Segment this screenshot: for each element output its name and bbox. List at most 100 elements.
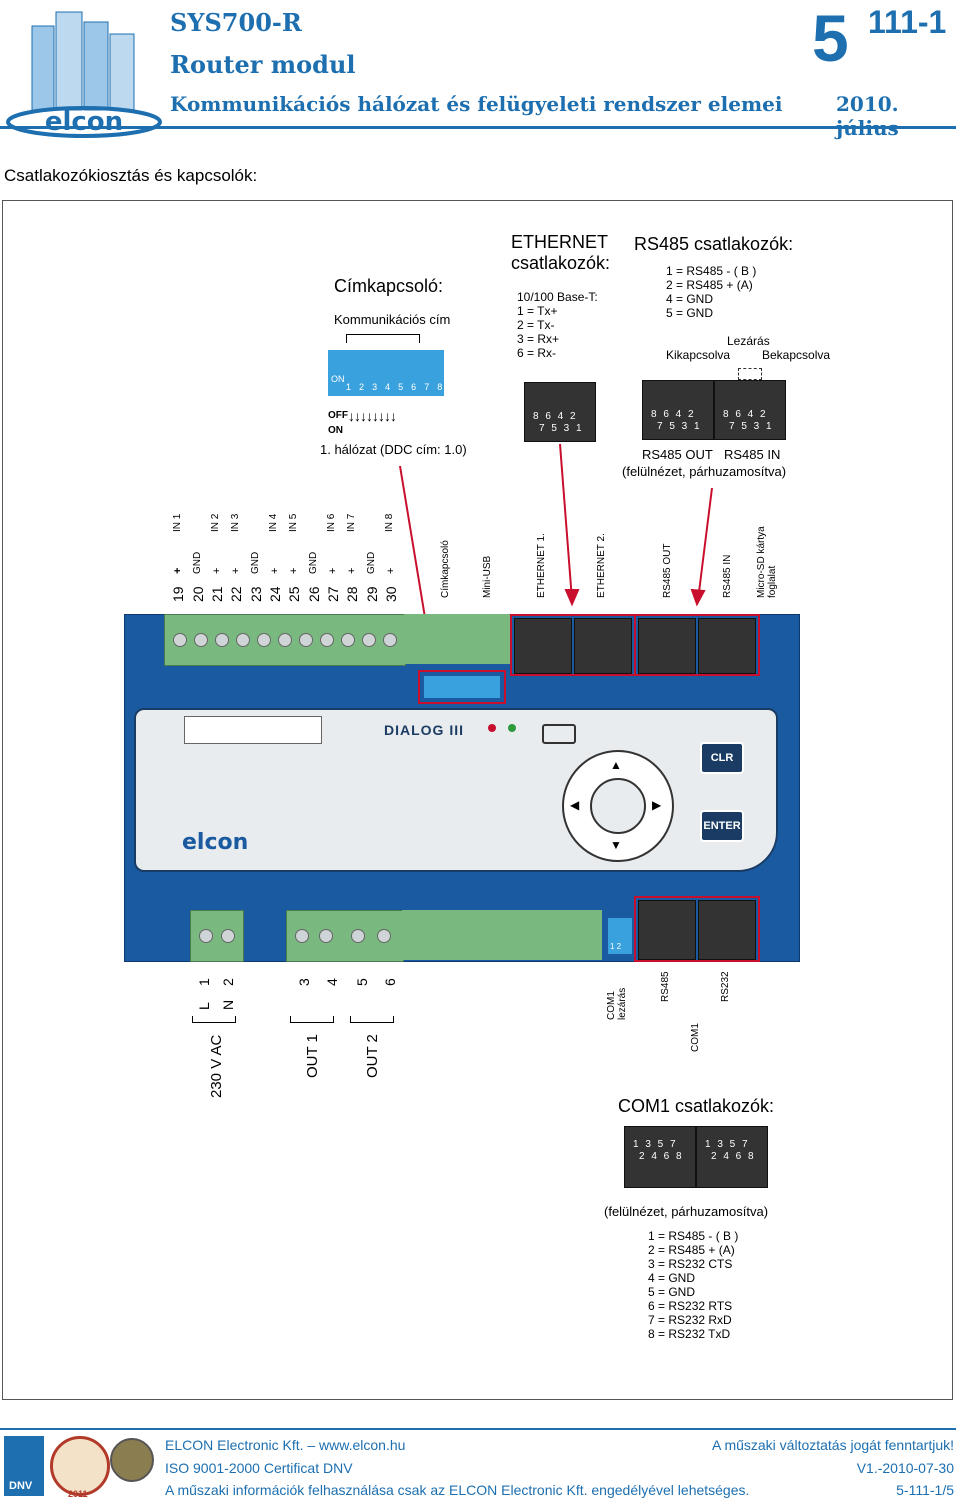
callout-arrows: [399, 443, 713, 667]
power-label: 230 V AC: [208, 1034, 225, 1098]
ethernet-title-2: csatlakozók:: [511, 253, 611, 273]
in8-label: IN 8: [384, 513, 395, 532]
com1-pin-0: 1 = RS485 - ( B ): [648, 1229, 739, 1243]
sig-19: +: [172, 567, 184, 574]
nav-center[interactable]: [590, 778, 646, 834]
com1a-top: 1 3 5 7: [633, 1139, 678, 1150]
bracket-out1: [290, 1016, 334, 1023]
clr-button[interactable]: CLR: [700, 742, 744, 774]
ethernet1-port: [514, 618, 572, 674]
rs485-out-port: [638, 618, 696, 674]
rs485-in-port: [698, 618, 756, 674]
module-title: Router modul: [170, 50, 356, 79]
in4-label: IN 4: [268, 513, 279, 532]
arrow-left-icon[interactable]: ◀: [570, 798, 580, 812]
lbl-2: 2: [220, 978, 236, 986]
num-20: 20: [190, 586, 206, 602]
lbl-L: L: [196, 1002, 212, 1010]
bracket-power: [192, 1016, 236, 1023]
top-terminal-block: [164, 614, 406, 666]
num-30: 30: [383, 586, 399, 602]
com1-pin-1: 2 = RS485 + (A): [648, 1243, 735, 1257]
sig-20: GND: [192, 551, 203, 574]
series-title: Kommunikációs hálózat és felügyeleti ren…: [170, 92, 783, 116]
num-24: 24: [267, 586, 283, 602]
dip-n8: 8: [437, 382, 444, 392]
green-led: [508, 724, 516, 732]
addr-bracket: [346, 334, 420, 343]
screw: [341, 633, 355, 647]
sig-24: +: [269, 567, 281, 574]
arrow-down-icon[interactable]: ▼: [610, 838, 622, 852]
addr-switch-title: Címkapcsoló:: [334, 276, 444, 296]
red-led: [488, 724, 496, 732]
out2-label: OUT 2: [364, 1034, 381, 1078]
com1-dip-numbers: 1 2: [610, 942, 622, 951]
network-label: 1. hálózat (DDC cím: 1.0): [320, 442, 467, 457]
arrow-up-icon[interactable]: ▲: [610, 758, 622, 772]
com1-jack-b: 1 3 5 7 2 4 6 8: [696, 1126, 768, 1188]
screw: [215, 633, 229, 647]
lbl-1: 1: [196, 978, 212, 986]
in3-label: IN 3: [230, 513, 241, 532]
lbl-microsd: Micro-SD kártya foglalat: [756, 526, 778, 598]
svg-text:elcon: elcon: [45, 107, 123, 137]
com1-topview: (felülnézet, párhuzamosítva): [604, 1204, 769, 1219]
dip-n6: 6: [411, 382, 418, 392]
screw: [221, 929, 235, 943]
in2-label: IN 2: [210, 513, 221, 532]
enter-button[interactable]: ENTER: [700, 810, 744, 842]
term-on-label: Bekapcsolva: [762, 348, 831, 362]
screw: [319, 929, 333, 943]
lbl-cimkapcsolo: Címkapcsoló: [440, 540, 451, 598]
rs485-in-jack: 8 6 4 2 7 5 3 1: [714, 380, 786, 440]
rs232-com1-port: [698, 900, 756, 960]
num-29: 29: [364, 586, 380, 602]
rs485-out-label: RS485 OUT: [642, 447, 713, 462]
bracket-out2: [350, 1016, 394, 1023]
dip-n1: 1: [346, 382, 353, 392]
navigation-pad[interactable]: ▲ ▼ ◀ ▶: [562, 750, 674, 862]
eth-pin-0: 10/100 Base-T:: [517, 290, 598, 304]
addr-switch-device[interactable]: [424, 676, 500, 698]
rs485o-jack-top: 8 6 4 2: [651, 409, 696, 420]
off-label: OFF: [328, 410, 348, 421]
sig-26: GND: [308, 551, 319, 574]
num-22: 22: [228, 586, 244, 602]
rs485-topview: (felülnézet, párhuzamosítva): [622, 464, 787, 479]
ethernet-jack: 8 6 4 2 7 5 3 1: [524, 382, 596, 442]
eth-pin-2: 2 = Tx-: [517, 318, 555, 332]
sig-28: +: [346, 567, 358, 574]
lbl-6: 6: [382, 978, 398, 986]
screw: [199, 929, 213, 943]
screw: [362, 633, 376, 647]
diagram-frame: [2, 200, 953, 1400]
arrow-right-icon[interactable]: ▶: [652, 798, 662, 812]
rs485-pin-3: 5 = GND: [666, 306, 714, 320]
com1-pin-3: 4 = GND: [648, 1271, 696, 1285]
in1-label: IN 1: [172, 513, 183, 532]
com1-dip[interactable]: 1 2: [608, 918, 632, 954]
lbl-ethernet1: ETHERNET 1.: [536, 533, 547, 598]
page-heading: Csatlakozókiosztás és kapcsolók:: [4, 166, 258, 185]
num-19: 19: [170, 586, 186, 602]
footer-company: ELCON Electronic Kft. – www.elcon.hu: [165, 1437, 406, 1453]
footer-page-ref: 5-111-1/5: [896, 1482, 954, 1498]
screw: [351, 929, 365, 943]
quality-seal: 2011: [50, 1436, 110, 1499]
dialog-logo: DIALOG III: [384, 722, 464, 738]
com1-pin-6: 7 = RS232 RxD: [648, 1313, 732, 1327]
lbl-4: 4: [324, 978, 340, 986]
rs232-port-label: RS232: [720, 971, 731, 1002]
com1-jack-a: 1 3 5 7 2 4 6 8: [624, 1126, 696, 1188]
eth-jack-top: 8 6 4 2: [533, 411, 578, 422]
screw: [377, 929, 391, 943]
section-number: 5: [812, 1, 849, 75]
in5-label: IN 5: [288, 513, 299, 532]
dnv-text: DNV: [9, 1480, 33, 1492]
com1-highlight: [634, 896, 760, 962]
dip-n4: 4: [385, 382, 392, 392]
dip-switch: ON 1 2 3 4 5 6 7 8: [328, 350, 444, 396]
bottom-terminal-out: [286, 910, 404, 962]
num-26: 26: [306, 586, 322, 602]
